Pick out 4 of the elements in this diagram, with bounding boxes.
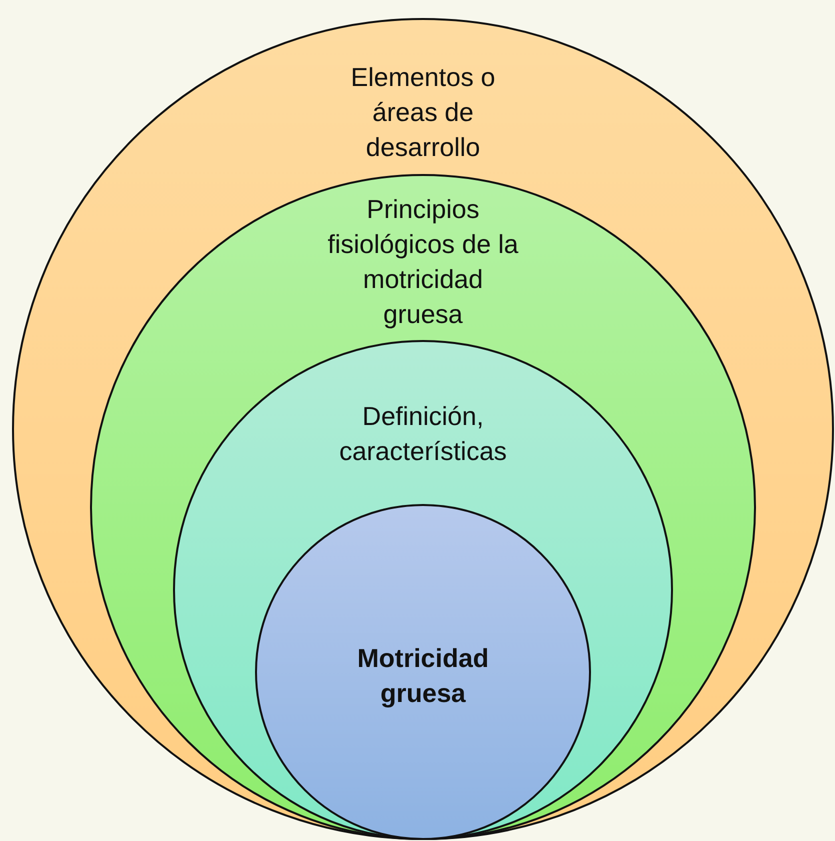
circle-label: Elementos o áreas de desarrollo	[350, 61, 496, 164]
circle-label: Motricidad gruesa	[356, 642, 490, 710]
circle-label: Definición, características	[338, 400, 508, 468]
circle-label: Principios fisiológicos de la motricidad gruesa	[326, 193, 520, 331]
